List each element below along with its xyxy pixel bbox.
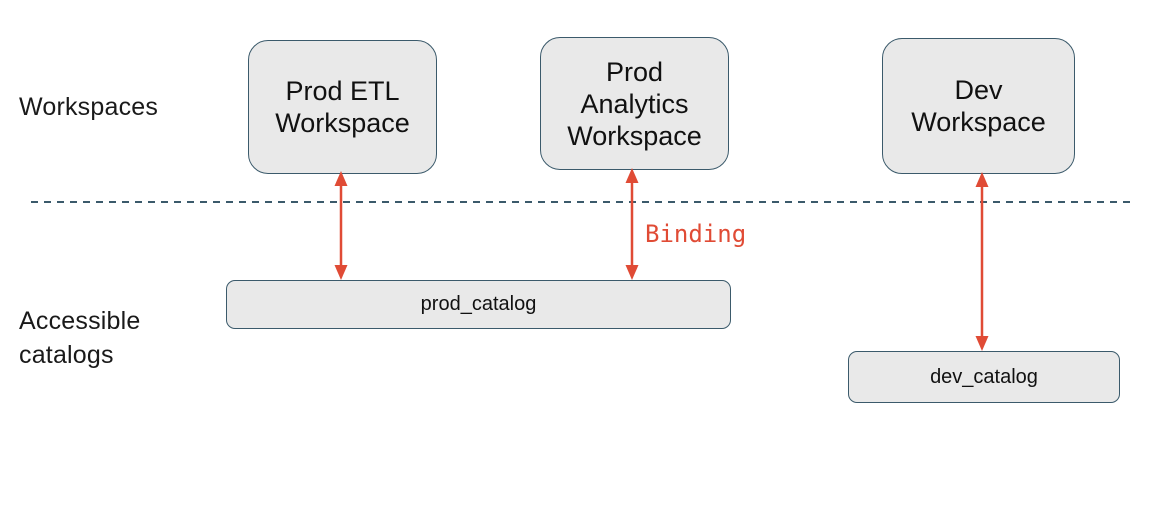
- prod-etl-workspace-node: Prod ETL Workspace: [248, 40, 437, 174]
- binding-arrow-prod-analytics: [625, 168, 639, 280]
- prod-analytics-workspace-node: Prod Analytics Workspace: [540, 37, 729, 170]
- accessible-catalogs-row-label: Accessible catalogs: [19, 307, 141, 369]
- dev-workspace-label: Dev Workspace: [911, 75, 1046, 137]
- dev-catalog-node: dev_catalog: [848, 351, 1120, 403]
- prod-analytics-workspace-label: Prod Analytics Workspace: [567, 56, 702, 151]
- binding-arrow-prod-etl: [334, 171, 348, 280]
- prod-catalog-node: prod_catalog: [226, 280, 731, 329]
- workspace-catalog-divider-line: [31, 201, 1133, 203]
- binding-annotation-label: Binding: [645, 220, 747, 248]
- dev-workspace-node: Dev Workspace: [882, 38, 1075, 174]
- prod-catalog-label: prod_catalog: [420, 293, 537, 315]
- binding-arrow-dev: [975, 172, 989, 351]
- workspaces-row-label: Workspaces: [19, 93, 159, 121]
- dev-catalog-label: dev_catalog: [930, 365, 1038, 388]
- prod-etl-workspace-label: Prod ETL Workspace: [275, 76, 410, 138]
